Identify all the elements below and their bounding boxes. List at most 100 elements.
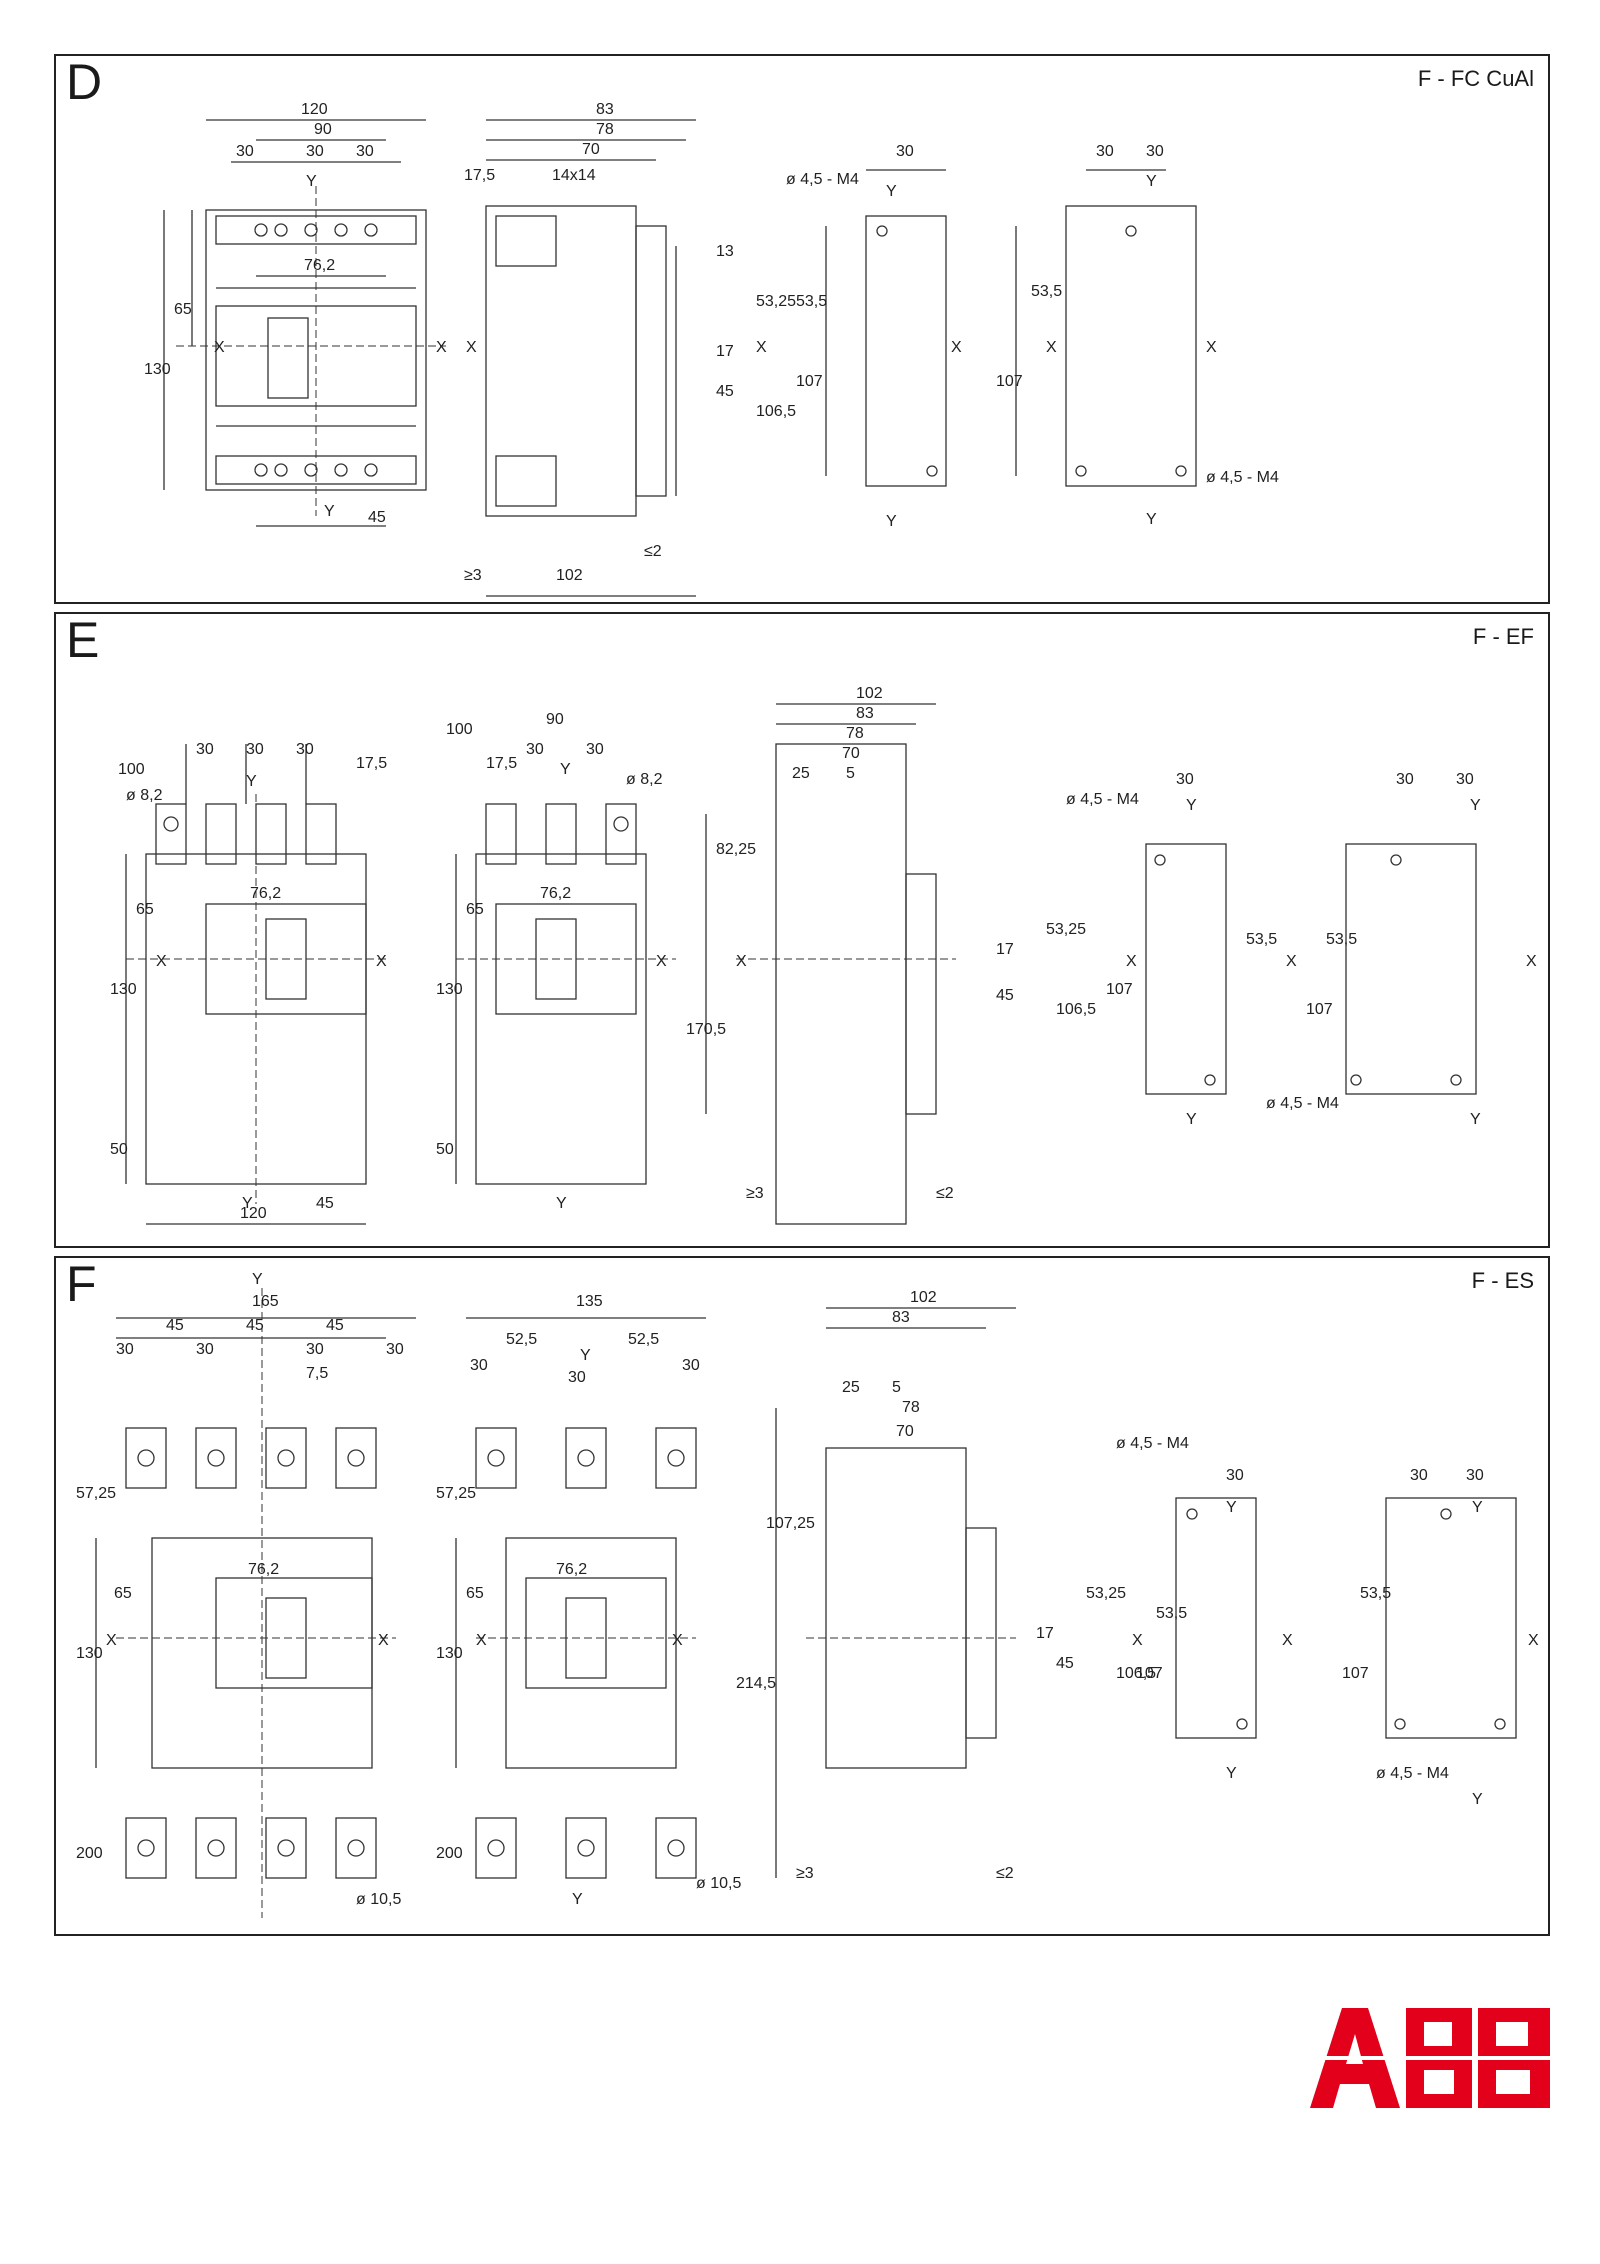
axis-label: Y [1470, 1111, 1481, 1128]
dim-label: 53,5 [1246, 931, 1277, 948]
dim-label: 65 [136, 901, 154, 918]
hole-label: ø 8,2 [626, 771, 663, 788]
axis-label: X [1282, 1632, 1293, 1649]
hole-label: ø 4,5 - M4 [1066, 791, 1139, 808]
dim-label: 107,25 [766, 1515, 815, 1532]
dim-label: 30 [306, 143, 324, 160]
dim-label: 76,2 [250, 885, 281, 902]
hole-label: ø 4,5 - M4 [1376, 1765, 1449, 1782]
dim-label: 130 [76, 1645, 103, 1662]
axis-label: Y [886, 513, 897, 530]
dim-label: ≥3 [464, 567, 482, 584]
dim-label: 30 [196, 1341, 214, 1358]
dim-label: 30 [116, 1341, 134, 1358]
dim-label: 17 [716, 343, 734, 360]
axis-label: X [436, 339, 447, 356]
panel-code: F - EF [1472, 624, 1534, 649]
hole-label: ø 4,5 - M4 [786, 171, 859, 188]
dim-label: 200 [76, 1845, 103, 1862]
axis-label: Y [1146, 511, 1157, 528]
dim-label: 70 [896, 1423, 914, 1440]
dim-label: 30 [526, 741, 544, 758]
dim-label: 45 [368, 509, 386, 526]
panel-letter: E [66, 612, 100, 668]
dim-label: 135 [576, 1293, 603, 1310]
dim-label: ≥3 [746, 1185, 764, 1202]
axis-label: Y [1472, 1791, 1483, 1808]
axis-label: Y [1146, 173, 1157, 190]
dim-label: 100 [118, 761, 145, 778]
dim-label: 7,5 [306, 1365, 328, 1382]
dim-label: 17 [996, 941, 1014, 958]
axis-label: X [1206, 339, 1217, 356]
dim-label: ≤2 [936, 1185, 954, 1202]
dim-label: 107 [796, 373, 823, 390]
dim-label: 25 [792, 765, 810, 782]
dim-label: 30 [1456, 771, 1474, 788]
dim-label: ≤2 [996, 1865, 1014, 1882]
drawing-d: 120 90 30 30 30 Y 76,2 65 130 X X Y 45 8… [144, 101, 1279, 597]
dim-label: 53,5 [796, 293, 827, 310]
dim-label: 5 [846, 765, 855, 782]
panel-f: F F - ES [54, 1256, 1550, 1936]
dim-label: 30 [296, 741, 314, 758]
axis-label: Y [1226, 1765, 1237, 1782]
dim-label: 30 [1410, 1467, 1428, 1484]
dim-label: 30 [568, 1369, 586, 1386]
axis-label: X [672, 1632, 683, 1649]
dim-label: 45 [166, 1317, 184, 1334]
dim-label: 30 [1176, 771, 1194, 788]
dim-label: 130 [144, 361, 171, 378]
axis-label: Y [252, 1271, 263, 1288]
dim-label: 170,5 [686, 1021, 726, 1038]
dim-label: 30 [470, 1357, 488, 1374]
axis-label: X [1286, 953, 1297, 970]
axis-label: Y [1186, 797, 1197, 814]
axis-label: X [951, 339, 962, 356]
dim-label: 45 [1056, 1655, 1074, 1672]
axis-label: X [214, 339, 225, 356]
dim-label: 130 [436, 981, 463, 998]
dim-label: 78 [846, 725, 864, 742]
dim-label: 83 [892, 1309, 910, 1326]
axis-label: X [1132, 1632, 1143, 1649]
dim-label: 76,2 [304, 257, 335, 274]
dim-label: 70 [582, 141, 600, 158]
axis-label: X [756, 339, 767, 356]
dim-label: 17,5 [356, 755, 387, 772]
dim-label: 90 [314, 121, 332, 138]
dim-label: 76,2 [248, 1561, 279, 1578]
dim-label: 83 [596, 101, 614, 118]
hole-label: ø 10,5 [356, 1891, 401, 1908]
dim-label: 30 [1396, 771, 1414, 788]
axis-label: X [1126, 953, 1137, 970]
dim-label: 83 [856, 705, 874, 722]
dim-label: 30 [1096, 143, 1114, 160]
axis-label: Y [242, 1195, 253, 1212]
hole-label: ø 4,5 - M4 [1266, 1095, 1339, 1112]
dim-label: 45 [716, 383, 734, 400]
panel-letter: F [66, 1256, 97, 1312]
dim-label: 30 [1146, 143, 1164, 160]
hole-label: ø 4,5 - M4 [1116, 1435, 1189, 1452]
dim-label: 50 [110, 1141, 128, 1158]
dim-label: 45 [326, 1317, 344, 1334]
dim-label: 107 [1306, 1001, 1333, 1018]
dim-label: 165 [252, 1293, 279, 1310]
dim-label: 65 [466, 901, 484, 918]
dim-label: 17 [1036, 1625, 1054, 1642]
axis-label: X [376, 953, 387, 970]
dim-label: 57,25 [436, 1485, 476, 1502]
dim-label: 53,5 [1326, 931, 1357, 948]
dim-label: 107 [996, 373, 1023, 390]
panel-e: E F - EF [54, 612, 1550, 1248]
axis-label: X [1526, 953, 1537, 970]
axis-label: X [106, 1632, 117, 1649]
dim-label: 53,5 [1156, 1605, 1187, 1622]
dim-label: 30 [196, 741, 214, 758]
dim-label: 78 [596, 121, 614, 138]
axis-label: Y [572, 1891, 583, 1908]
dim-label: 30 [896, 143, 914, 160]
dim-label: 130 [436, 1645, 463, 1662]
hole-label: ø 4,5 - M4 [1206, 469, 1279, 486]
